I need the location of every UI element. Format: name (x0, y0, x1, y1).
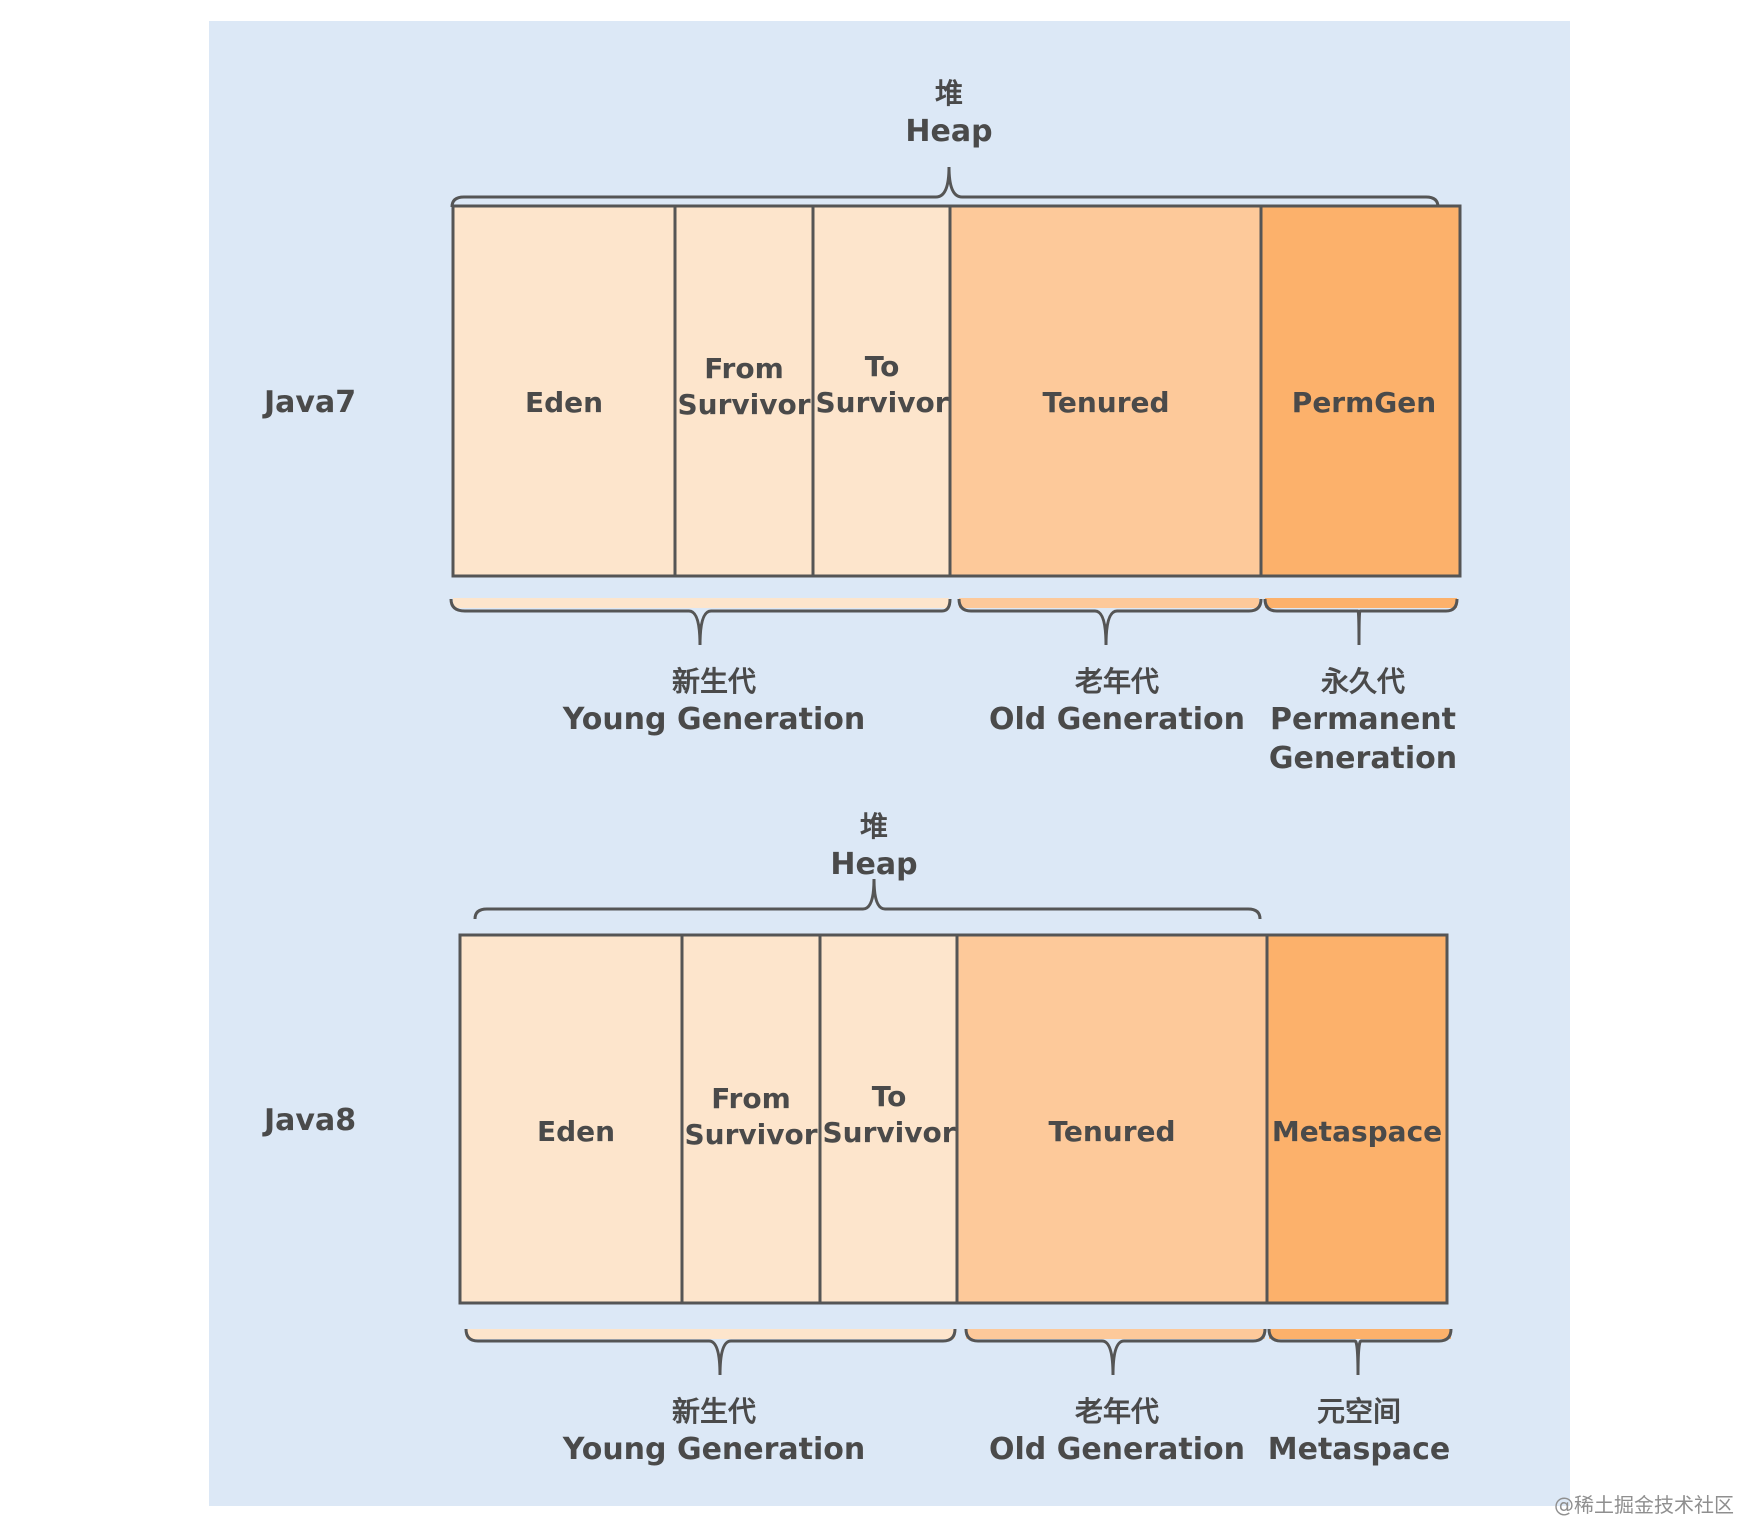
java8-old-brace-fill (966, 1329, 1265, 1339)
java8-old-brace (964, 1328, 1267, 1376)
diagram-panel: Java7 堆 Heap Eden From Survivor To Survi… (209, 21, 1570, 1506)
java7-tenured-label: Tenured (1042, 386, 1169, 419)
java7-perm-label-en-2: Generation (1269, 741, 1457, 776)
java7-eden-label: Eden (525, 386, 603, 419)
java8-metaspace-label: Metaspace (1272, 1115, 1442, 1148)
java7-old-label-en: Old Generation (989, 702, 1245, 737)
java8-young-label-cn: 新生代 (672, 1395, 756, 1428)
java7-old-brace-fill (959, 598, 1259, 608)
java8-young-brace-fill (466, 1329, 955, 1339)
java8-from-survivor-block (680, 933, 822, 1305)
java8-to-label-2: Survivor (822, 1116, 955, 1149)
java7-to-survivor-block (811, 204, 952, 578)
java7-young-brace-fill (453, 598, 949, 608)
java7-eden-block (451, 204, 677, 578)
java8-old-label-cn: 老年代 (1075, 1395, 1159, 1428)
java8-tenured-label: Tenured (1048, 1115, 1175, 1148)
java8-from-label-1: From (711, 1082, 791, 1115)
java7-permgen-label: PermGen (1292, 386, 1436, 419)
jvm-memory-diagram: Java7 堆 Heap Eden From Survivor To Survi… (262, 77, 1462, 1467)
java7-perm-label-en-1: Permanent (1270, 702, 1456, 737)
java7-perm-brace-fill (1265, 598, 1457, 608)
java8-young-brace (464, 1328, 957, 1376)
java8-meta-brace-fill (1269, 1329, 1451, 1339)
java7-young-brace (449, 598, 952, 646)
java8-meta-label-en: Metaspace (1268, 1432, 1451, 1467)
java7-from-survivor-block (673, 204, 815, 578)
java8-from-label-2: Survivor (684, 1118, 817, 1151)
java8-meta-brace (1267, 1328, 1453, 1376)
java7-perm-brace (1263, 598, 1459, 646)
java7-section: Java7 堆 Heap Eden From Survivor To Survi… (262, 77, 1462, 776)
java8-to-label-1: To (872, 1080, 907, 1113)
java7-heap-label-cn: 堆 (935, 77, 963, 110)
java7-tenured-block (948, 204, 1263, 578)
java7-heap-label-en: Heap (905, 114, 992, 149)
java8-eden-block (458, 933, 684, 1305)
java8-metaspace-block (1265, 933, 1449, 1305)
java8-section: Java8 堆 Heap Eden From Survivor To Survi… (262, 810, 1453, 1467)
watermark: @稀土掘金技术社区 (1554, 1493, 1734, 1517)
java8-young-label-en: Young Generation (562, 1432, 866, 1467)
java7-to-label-2: Survivor (815, 386, 948, 419)
java7-row-label: Java7 (262, 385, 356, 420)
java8-to-survivor-block (818, 933, 959, 1305)
java7-perm-label-cn: 永久代 (1321, 665, 1405, 698)
java8-row-label: Java8 (262, 1103, 356, 1138)
java7-from-label-1: From (704, 352, 784, 385)
java8-heap-label-cn: 堆 (860, 810, 888, 843)
java7-heap-brace (450, 166, 1440, 208)
java7-young-label-en: Young Generation (562, 702, 866, 737)
java7-young-label-cn: 新生代 (672, 665, 756, 698)
java8-eden-label: Eden (537, 1115, 615, 1148)
java7-to-label-1: To (865, 350, 900, 383)
java8-meta-label-cn: 元空间 (1317, 1395, 1401, 1428)
java8-old-label-en: Old Generation (989, 1432, 1245, 1467)
java8-heap-brace (473, 878, 1262, 920)
java7-old-brace (957, 598, 1263, 646)
java8-heap-label-en: Heap (830, 847, 917, 882)
java7-old-label-cn: 老年代 (1075, 665, 1159, 698)
java7-from-label-2: Survivor (677, 388, 810, 421)
java7-permgen-block (1259, 204, 1462, 578)
java8-tenured-block (955, 933, 1269, 1305)
